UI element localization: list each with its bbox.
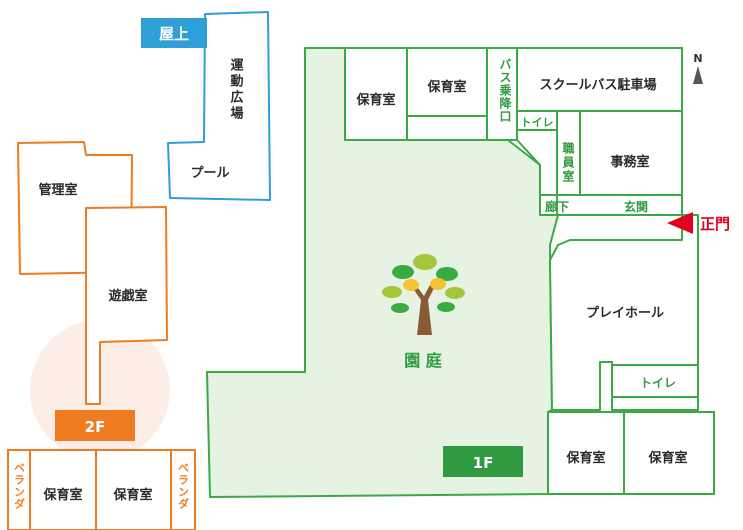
toilet-right-label: トイレ <box>640 376 676 390</box>
play-hall-label: プレイホール <box>586 306 664 321</box>
corridor-label: 廊下 <box>545 199 569 214</box>
bus-parking-outline <box>516 47 683 112</box>
second-veranda-right-outline <box>170 449 196 530</box>
bus-stop-label: バス乗降口 <box>498 58 512 123</box>
compass-north-arrow-icon <box>693 66 703 84</box>
courtyard-label: 園 庭 <box>404 351 442 370</box>
main-gate-label: 正門 <box>700 215 730 233</box>
second-nursery-b-label: 保育室 <box>112 487 152 503</box>
nursery-top-2-label: 保育室 <box>426 79 466 95</box>
second-floor-tag <box>55 410 135 441</box>
second-play-outline <box>85 206 168 405</box>
bus-parking-label: スクールバス駐車場 <box>539 77 656 93</box>
compass-label: N <box>693 52 702 65</box>
tree-icon <box>382 254 465 335</box>
second-veranda-left-label: ベランダ <box>13 462 26 510</box>
nursery-top-1-outline <box>344 47 408 141</box>
nursery-top-2-outline <box>406 47 488 117</box>
nursery-bottom-2-outline <box>623 411 715 495</box>
nursery-bottom-2-label: 保育室 <box>647 450 687 466</box>
office-block-outline <box>516 110 683 216</box>
second-play-label: 遊戯室 <box>108 288 147 304</box>
first-floor-tag-label: 1F <box>473 454 494 472</box>
nursery-top-1-label: 保育室 <box>355 92 395 108</box>
second-office-label: 管理室 <box>38 182 77 198</box>
first-floor-tag <box>443 446 523 477</box>
roof-floor-tag <box>141 18 207 48</box>
roof-field-label: 運動広場 <box>228 58 244 122</box>
toilet-top-label: トイレ <box>521 116 554 129</box>
office-label: 事務室 <box>610 154 649 170</box>
roof-building-outline <box>167 11 271 201</box>
nursery-bottom-1-outline <box>547 411 625 495</box>
second-nursery-a-label: 保育室 <box>42 487 82 503</box>
second-floor-tag-label: 2F <box>85 418 106 436</box>
roof-floor-tag-label: 屋上 <box>159 25 189 43</box>
toilet-right-outline <box>611 364 699 398</box>
bus-stop-outline <box>486 47 518 141</box>
main-gate-arrow-icon <box>667 212 693 234</box>
nursery-bottom-1-label: 保育室 <box>565 450 605 466</box>
second-nursery-a-outline <box>29 449 97 530</box>
roof-pool-label: プール <box>190 166 229 181</box>
entrance-label: 玄関 <box>624 199 648 214</box>
staff-room-label: 職員室 <box>561 141 575 184</box>
second-veranda-right-label: ベランダ <box>177 462 190 510</box>
play-hall-outline <box>549 214 699 411</box>
